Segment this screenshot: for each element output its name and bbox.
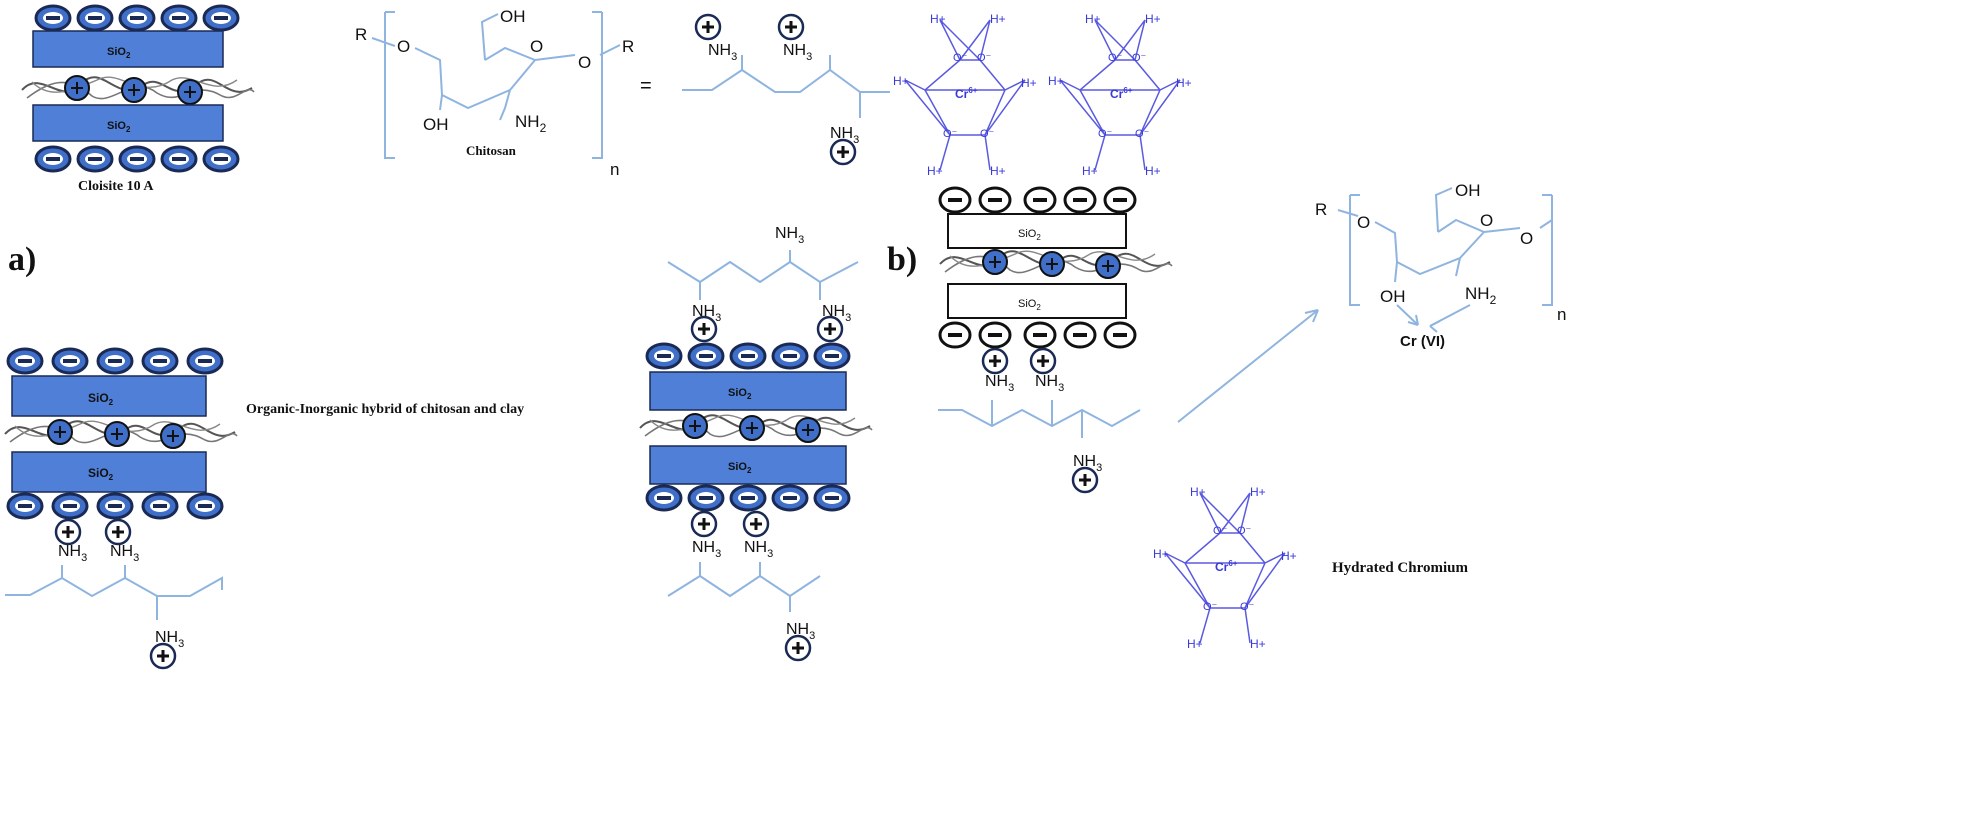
svg-text:O⁻: O⁻ (1213, 525, 1228, 537)
svg-text:NH3: NH3 (830, 125, 859, 146)
svg-text:NH3: NH3 (786, 621, 815, 642)
svg-text:SiO2: SiO2 (107, 46, 131, 60)
svg-text:H+: H+ (1021, 76, 1037, 90)
svg-text:NH3: NH3 (744, 539, 773, 560)
svg-text:Cr6+: Cr6+ (1215, 559, 1238, 574)
svg-text:NH3: NH3 (985, 373, 1014, 394)
svg-text:NH3: NH3 (692, 303, 721, 324)
svg-text:O: O (1480, 211, 1493, 230)
svg-text:O⁻: O⁻ (1098, 128, 1113, 140)
svg-text:Cr6+: Cr6+ (955, 86, 978, 101)
top-negative-charges (34, 4, 240, 32)
svg-text:O⁻: O⁻ (980, 128, 995, 140)
svg-text:NH2: NH2 (1465, 284, 1497, 307)
svg-text:H+: H+ (1281, 549, 1297, 563)
svg-text:NH3: NH3 (783, 42, 812, 63)
svg-text:SiO2: SiO2 (107, 120, 131, 134)
svg-text:SiO2: SiO2 (728, 387, 752, 401)
svg-text:OH: OH (423, 115, 449, 134)
svg-text:O: O (1357, 213, 1370, 232)
svg-text:O⁻: O⁻ (953, 52, 968, 64)
svg-text:O: O (397, 37, 410, 56)
svg-text:H+: H+ (1190, 485, 1206, 499)
svg-text:NH3: NH3 (1035, 373, 1064, 394)
svg-text:n: n (610, 160, 619, 179)
panel-b-hybrid-structure: SiO2 SiO2 NH3 NH3 NH3 (938, 186, 1173, 494)
svg-text:H+: H+ (1145, 12, 1161, 26)
svg-text:R: R (622, 37, 634, 56)
clay-layer-bottom (32, 104, 224, 142)
cr-vi-label: Cr (VI) (1400, 333, 1445, 350)
svg-text:NH3: NH3 (708, 42, 737, 63)
hydrated-chromium-label: Hydrated Chromium (1332, 560, 1468, 576)
svg-text:NH3: NH3 (822, 303, 851, 324)
svg-text:n: n (1557, 305, 1566, 324)
svg-text:O: O (578, 53, 591, 72)
svg-text:H+: H+ (1153, 547, 1169, 561)
svg-text:NH3: NH3 (110, 543, 139, 564)
svg-text:NH3: NH3 (692, 539, 721, 560)
svg-text:Cr6+: Cr6+ (1110, 86, 1133, 101)
svg-text:NH2: NH2 (515, 112, 547, 135)
svg-text:H+: H+ (1187, 637, 1203, 651)
svg-text:O⁻: O⁻ (1132, 52, 1147, 64)
svg-text:NH3: NH3 (775, 225, 804, 246)
svg-text:SiO2: SiO2 (728, 461, 752, 475)
svg-text:O⁻: O⁻ (1135, 128, 1150, 140)
chitosan-monomer-structure: R O OH O O R OH NH2 n Chitosan (355, 7, 634, 179)
svg-text:H+: H+ (990, 164, 1006, 178)
svg-text:H+: H+ (1250, 637, 1266, 651)
svg-text:NH3: NH3 (1073, 453, 1102, 474)
svg-text:R: R (1315, 200, 1327, 219)
svg-text:SiO2: SiO2 (1018, 298, 1041, 312)
hybrid-structure-left: SiO2 SiO2 NH3 NH3 NH3 (4, 347, 238, 670)
svg-text:O: O (530, 37, 543, 56)
panel-a-label: a) (8, 241, 36, 278)
svg-text:O: O (1520, 229, 1533, 248)
equals-sign: = (640, 75, 652, 97)
svg-text:O⁻: O⁻ (1108, 52, 1123, 64)
svg-text:OH: OH (1455, 181, 1481, 200)
svg-text:O⁻: O⁻ (977, 52, 992, 64)
svg-text:R: R (355, 25, 367, 44)
hybrid-label: Organic-Inorganic hybrid of chitosan and… (246, 402, 524, 417)
chitosan-chain-top: NH3 NH3 NH3 (682, 13, 890, 166)
hydrated-chromium-pair: Cr6+ H+ H+ H+ H+ H+ H+ O⁻ O⁻ O⁻ O⁻ Cr6+ … (893, 12, 1192, 178)
svg-text:O⁻: O⁻ (1203, 601, 1218, 613)
svg-text:O⁻: O⁻ (943, 128, 958, 140)
sio2-label: SiO (107, 46, 126, 58)
cloisite-label: Cloisite 10 A (78, 179, 154, 194)
svg-text:H+: H+ (1082, 164, 1098, 178)
chitosan-label: Chitosan (466, 143, 517, 158)
svg-text:OH: OH (1380, 287, 1406, 306)
reaction-arrow (1177, 309, 1319, 423)
svg-text:H+: H+ (893, 74, 909, 88)
svg-text:SiO2: SiO2 (1018, 228, 1041, 242)
svg-text:H+: H+ (1250, 485, 1266, 499)
clay-layer-top (32, 30, 224, 68)
svg-text:H+: H+ (1048, 74, 1064, 88)
svg-text:SiO2: SiO2 (88, 466, 114, 482)
svg-text:NH3: NH3 (155, 629, 184, 650)
svg-text:H+: H+ (990, 12, 1006, 26)
hydrated-chromium-single: Cr6+ H+ H+ H+ H+ H+ H+ O⁻ O⁻ O⁻ O⁻ Hydra… (1153, 485, 1468, 651)
svg-text:O⁻: O⁻ (1237, 525, 1252, 537)
svg-text:NH3: NH3 (58, 543, 87, 564)
svg-text:OH: OH (500, 7, 526, 26)
svg-text:O⁻: O⁻ (1240, 601, 1255, 613)
chitosan-cr-complex: R O OH O O OH NH2 n Cr (VI) (1315, 181, 1566, 350)
svg-text:SiO2: SiO2 (88, 391, 114, 407)
svg-text:H+: H+ (1176, 76, 1192, 90)
svg-text:H+: H+ (930, 12, 946, 26)
bottom-negative-charges (34, 145, 240, 173)
hybrid-structure-middle: NH3 NH3 NH3 SiO2 SiO2 NH3 NH3 NH3 (639, 225, 873, 662)
svg-text:H+: H+ (927, 164, 943, 178)
svg-text:H+: H+ (1145, 164, 1161, 178)
svg-text:H+: H+ (1085, 12, 1101, 26)
panel-b-label: b) (887, 241, 917, 278)
cloisite-10a-structure: SiO2 SiO2 Cloisite 10 A (21, 4, 255, 194)
